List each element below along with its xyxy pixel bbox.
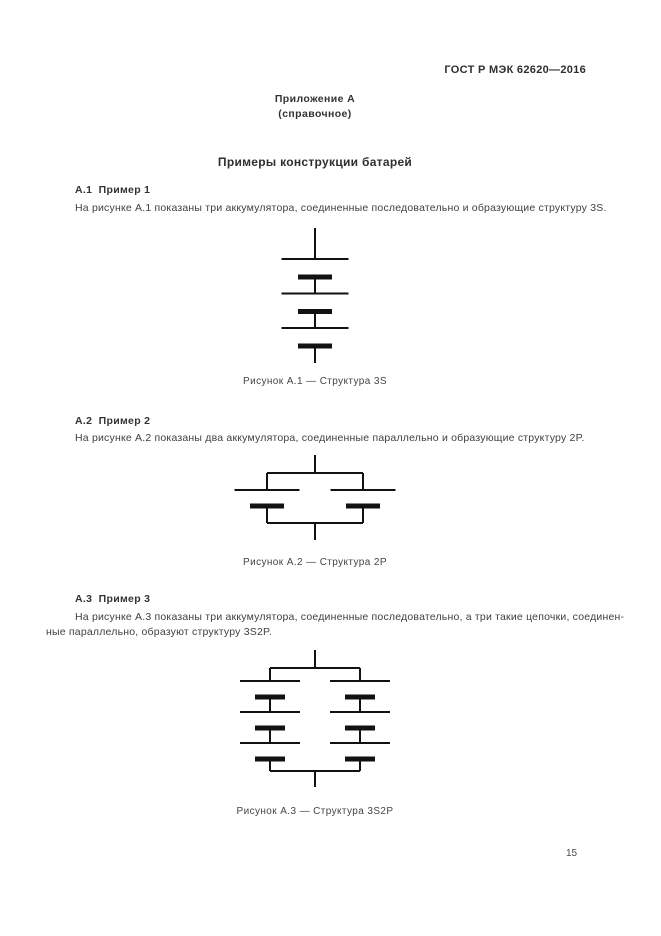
figure-a3-diagram: [240, 650, 390, 787]
figure-a2-diagram: [234, 455, 396, 540]
section-a2-text: На рисунке А.2 показаны два аккумулятора…: [75, 432, 585, 444]
section-a3-heading: А.3 Пример 3: [75, 593, 151, 605]
figure-a3: [215, 646, 415, 788]
figure-a1: [215, 226, 415, 366]
figure-a1-diagram: [281, 228, 349, 363]
section-a1-text: На рисунке А.1 показаны три аккумулятора…: [75, 202, 607, 214]
section-a1-heading: А.1 Пример 1: [75, 184, 151, 196]
figure-a1-caption: Рисунок А.1 — Структура 3S: [243, 376, 387, 387]
section-a3-text-line2: ные параллельно, образуют структуру 3S2P…: [46, 626, 272, 638]
annex-title: Примеры конструкции батарей: [217, 155, 413, 169]
annex-label: Приложение А: [274, 93, 356, 105]
section-a3-text-line1: На рисунке А.3 показаны три аккумулятора…: [75, 611, 625, 623]
figure-a3-caption: Рисунок А.3 — Структура 3S2P: [236, 806, 394, 817]
section-a2-heading: А.2 Пример 2: [75, 415, 151, 427]
document-code: ГОСТ Р МЭК 62620—2016: [444, 64, 586, 76]
annex-type: (справочное): [278, 108, 352, 120]
figure-a2-caption: Рисунок А.2 — Структура 2P: [243, 557, 387, 568]
figure-a2: [215, 451, 415, 546]
page-number: 15: [566, 848, 578, 859]
